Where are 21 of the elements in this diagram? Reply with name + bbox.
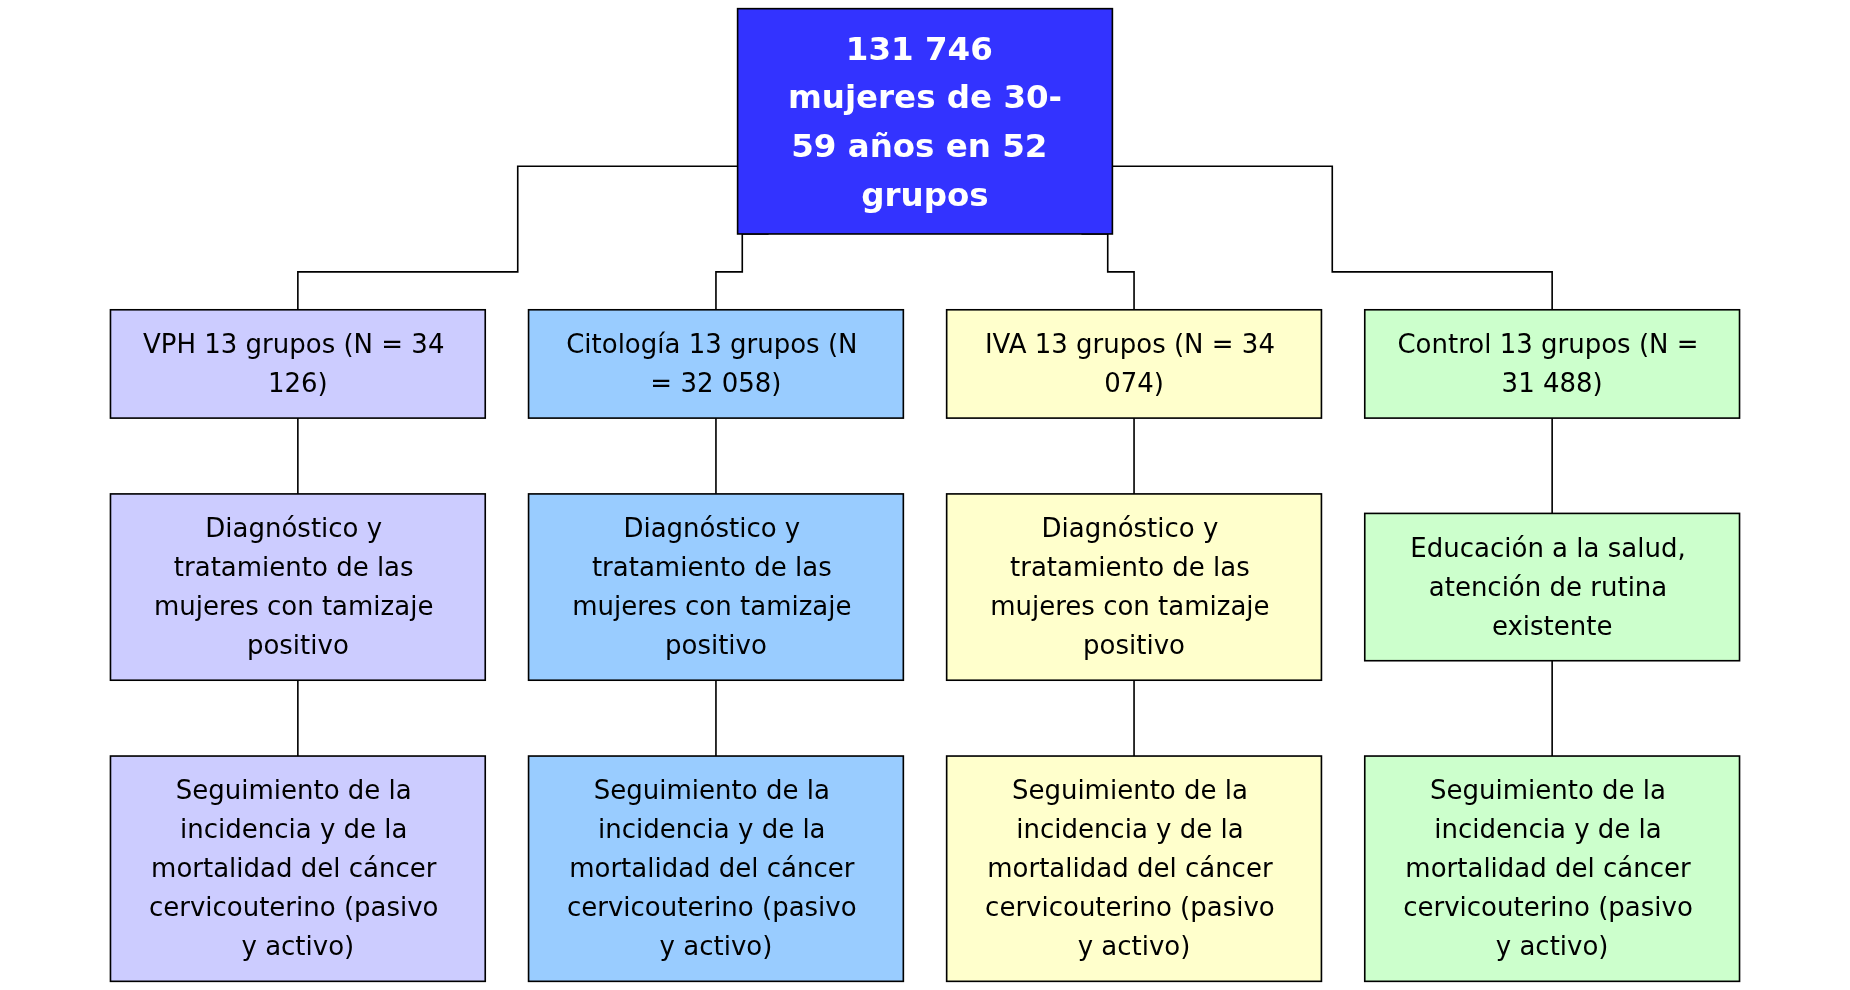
node-box: Diagnóstico y tratamiento de las mujeres con tamizaje positivo <box>945 493 1323 682</box>
node-box: Seguimiento de la incidencia y de la mortalidad del cáncer cervicouterino (pasivo y activo) <box>945 755 1323 983</box>
connector <box>1551 417 1553 515</box>
node-box: Seguimiento de la incidencia y de la mortalidad del cáncer cervicouterino (pasivo y activo) <box>1363 755 1741 983</box>
connector <box>1133 679 1135 757</box>
node-box: VPH 13 grupos (N = 34 126) <box>109 308 487 419</box>
node-box: Diagnóstico y tratamiento de las mujeres con tamizaje positivo <box>109 493 487 682</box>
node-box: IVA 13 grupos (N = 34 074) <box>945 308 1323 419</box>
node-box: Diagnóstico y tratamiento de las mujeres con tamizaje positivo <box>527 493 905 682</box>
node-box: Seguimiento de la incidencia y de la mortalidad del cáncer cervicouterino (pasivo y activo) <box>109 755 487 983</box>
connector <box>715 679 717 757</box>
node-box: 131 746 mujeres de 30-59 años en 52 grupos <box>736 7 1114 235</box>
connector <box>297 679 299 757</box>
node-box: Citología 13 grupos (N = 32 058) <box>527 308 905 419</box>
node-box: Seguimiento de la incidencia y de la mortalidad del cáncer cervicouterino (pasivo y activo) <box>527 755 905 983</box>
node-box: Control 13 grupos (N = 31 488) <box>1363 308 1741 419</box>
node-box: Educación a la salud, atención de rutina existente <box>1363 512 1741 662</box>
connector <box>1133 417 1135 495</box>
connector <box>715 417 717 495</box>
connector <box>1551 659 1553 757</box>
connector <box>297 417 299 495</box>
